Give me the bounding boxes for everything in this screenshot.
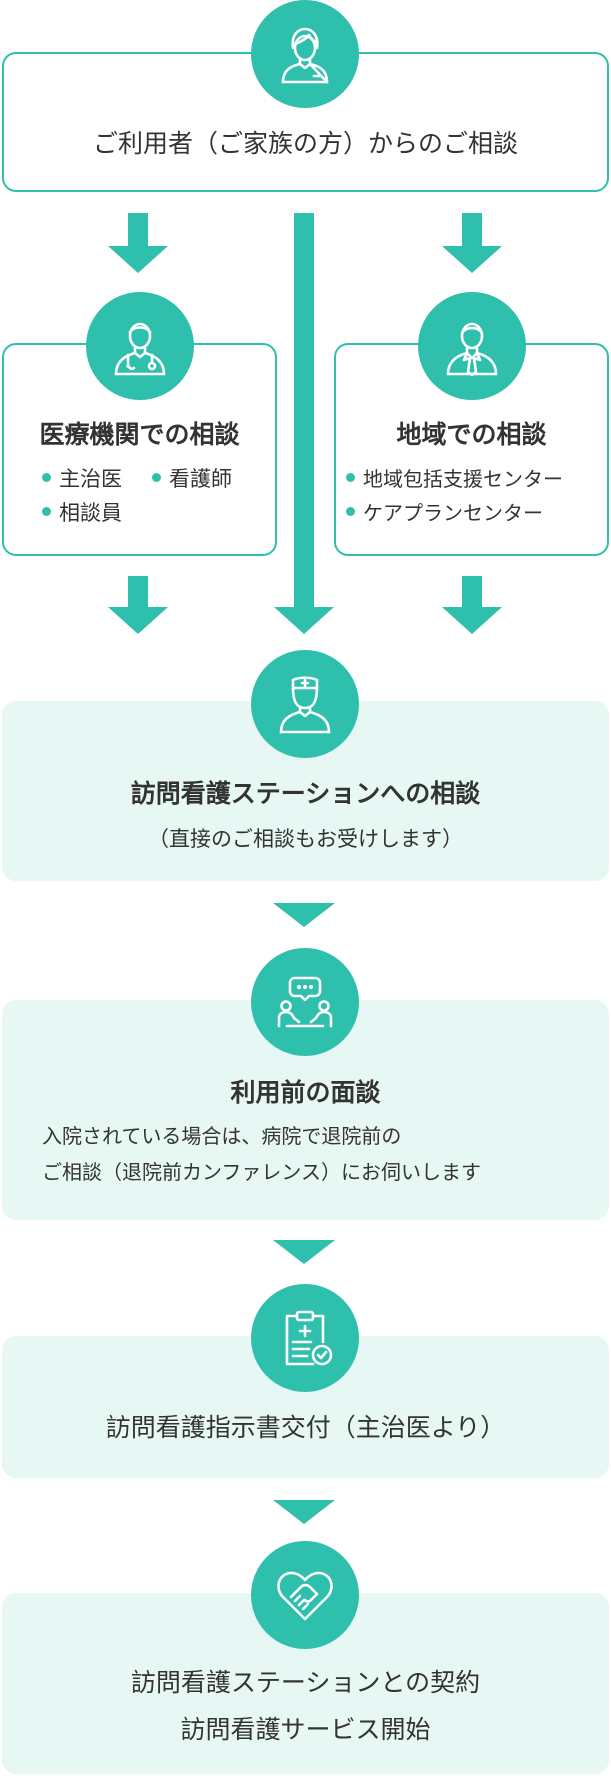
medical-consultation-box: 医療機関での相談 主治医 看護師 相談員	[2, 343, 277, 556]
pre-use-interview-line-1: 入院されている場合は、病院で退院前の	[42, 1124, 402, 1148]
medical-item-counselor: 相談員	[42, 497, 122, 527]
arrow-medical-down-shaft	[128, 576, 148, 608]
community-consultation-title: 地域での相談	[396, 420, 547, 449]
community-item-careplan: ケアプランセンター	[346, 497, 543, 526]
station-consultation-title: 訪問看護ステーションへの相談	[130, 779, 481, 808]
medical-item-doctor: 主治医	[42, 463, 122, 493]
arrow-medical-down-head	[108, 607, 168, 634]
arrow-to-instruction	[273, 1240, 335, 1264]
arrow-community-down-shaft	[462, 576, 482, 608]
contract-line-1: 訪問看護ステーションとの契約	[130, 1668, 481, 1697]
female-user-icon	[251, 0, 359, 108]
arrow-to-medical-shaft	[128, 213, 148, 247]
arrow-to-interview	[273, 903, 335, 927]
station-consultation-subtitle: （直接のご相談もお受けします）	[148, 827, 463, 851]
community-item-center: 地域包括支援センター	[346, 463, 563, 492]
arrow-to-contract	[273, 1500, 335, 1524]
arrow-to-medical-head	[108, 246, 168, 273]
user-consultation-title: ご利用者（ご家族の方）からのご相談	[92, 129, 518, 158]
medical-item-nurse: 看護師	[152, 463, 232, 493]
arrow-direct-head	[274, 607, 334, 634]
pre-use-interview-line-2: ご相談（退院前カンファレンス）にお伺いします	[42, 1160, 481, 1184]
consultation-icon	[251, 948, 359, 1056]
pre-use-interview-title: 利用前の面談	[230, 1078, 381, 1107]
contract-line-2: 訪問看護サービス開始	[180, 1715, 431, 1744]
heart-handshake-icon	[251, 1541, 359, 1649]
arrow-to-community-shaft	[462, 213, 482, 247]
instruction-title: 訪問看護指示書交付（主治医より）	[105, 1413, 506, 1442]
businessman-icon	[418, 292, 526, 400]
clipboard-check-icon	[251, 1284, 359, 1392]
medical-consultation-title: 医療機関での相談	[39, 420, 240, 449]
doctor-icon	[86, 292, 194, 400]
arrow-to-community-head	[442, 246, 502, 273]
arrow-direct-shaft	[294, 213, 314, 608]
arrow-community-down-head	[442, 607, 502, 634]
nurse-icon	[251, 650, 359, 758]
